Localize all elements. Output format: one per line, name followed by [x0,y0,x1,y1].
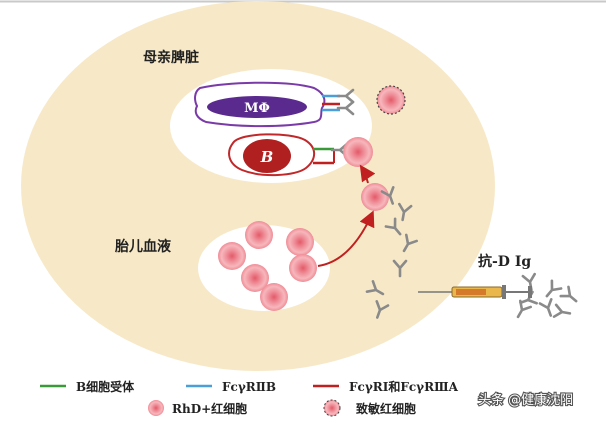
watermark-text: 头条 @健康沈阳 [478,392,573,408]
legend-fcgr2b: FcγRⅡB [222,380,276,394]
fetal-rbc [241,264,269,292]
macrophage-label: MΦ [244,101,270,116]
legend-fcgr1-3a: FcγRI和FcγRⅢA [349,379,459,394]
sensitized-rbc [376,85,406,115]
legend-b-receptor: B细胞受体 [76,379,135,394]
b-cell-label: B [260,148,274,166]
b-cell-receptors [313,142,349,165]
b-cell: B [228,133,316,177]
fetal-blood-label: 胎儿血液 [115,238,172,255]
fetal-rbc [289,254,317,282]
anti-d-label: 抗-D Ig [478,253,531,270]
legend: B细胞受体 FcγRⅡB FcγRI和FcγRⅢA RhD+红细胞 致敏红细胞 [40,379,459,417]
rbc-circulating [361,183,389,211]
fetal-rbc [245,221,273,249]
arrow-to-circulation [317,210,375,267]
fetal-rbc [286,228,314,256]
syringe-icon [418,285,532,299]
arrow-to-spleen [359,164,376,184]
b-cell-nucleus [243,139,291,173]
spleen-label: 母亲脾脏 [143,49,199,66]
maternal-circulation-region [21,1,495,371]
legend-sensitized-icon [323,399,341,417]
legend-rhd-rbc: RhD+红细胞 [172,401,247,416]
macrophage-cell: MΦ [194,81,326,128]
macrophage-fc-receptors [322,88,355,116]
fetal-rbc [218,242,246,270]
fetal-rbc [260,283,288,311]
macrophage-nucleus [207,96,307,118]
fetal-rbc-group [218,221,317,311]
rbc-bound-b-cell [343,137,373,167]
legend-sensitized-rbc: 致敏红细胞 [356,401,416,416]
legend-rbc-icon [148,400,164,416]
